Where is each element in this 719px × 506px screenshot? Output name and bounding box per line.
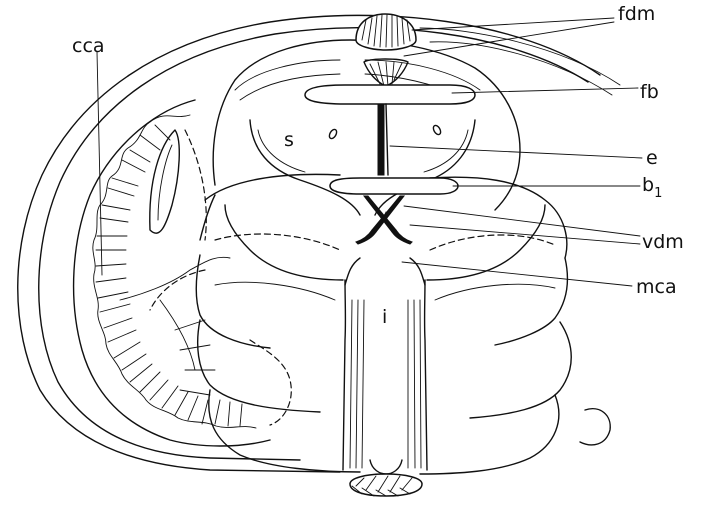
label-e: e xyxy=(646,147,658,169)
b1-bar xyxy=(330,178,458,194)
cerebellar-folia xyxy=(74,100,270,446)
label-b1: b1 xyxy=(642,174,662,201)
segment-cushions xyxy=(196,174,610,474)
label-fdm: fdm xyxy=(618,3,655,25)
label-cca: cca xyxy=(72,35,105,57)
label-mca: mca xyxy=(636,276,677,298)
fdm-top-bundle xyxy=(356,14,416,86)
fb-bar xyxy=(305,85,475,104)
e-connector xyxy=(378,104,388,175)
hemisphere-outline xyxy=(18,15,620,472)
label-i: i xyxy=(382,306,387,328)
inner-folia-dashes xyxy=(120,130,291,425)
central-stalk xyxy=(225,205,545,496)
label-fb: fb xyxy=(640,81,659,103)
label-s: s xyxy=(284,129,294,151)
label-vdm: vdm xyxy=(642,231,684,253)
